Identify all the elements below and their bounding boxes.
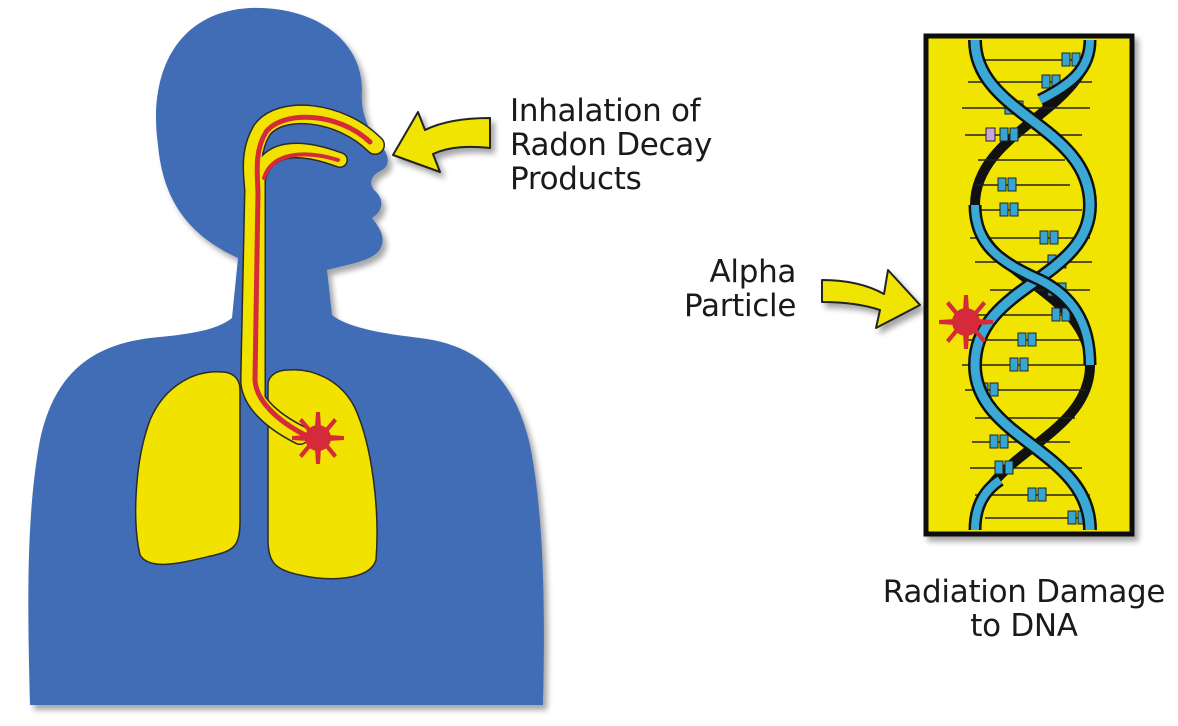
alpha-particle-label: Alpha Particle bbox=[684, 255, 796, 323]
dna-label-line-2: to DNA bbox=[878, 609, 1170, 643]
alpha-label-line-2: Particle bbox=[684, 289, 796, 323]
inhalation-label-line-1: Inhalation of bbox=[510, 94, 712, 128]
inhalation-label-line-2: Radon Decay bbox=[510, 128, 712, 162]
dna-damage-label: Radiation Damage to DNA bbox=[878, 575, 1170, 643]
dna-panel bbox=[926, 36, 1132, 534]
inhalation-label-line-3: Products bbox=[510, 162, 712, 196]
dna-label-line-1: Radiation Damage bbox=[878, 575, 1170, 609]
inhalation-label: Inhalation of Radon Decay Products bbox=[510, 94, 712, 196]
alpha-particle-arrow-icon bbox=[822, 270, 920, 328]
alpha-label-line-1: Alpha bbox=[684, 255, 796, 289]
inhalation-arrow-icon bbox=[393, 112, 490, 172]
dna-damage-starburst-icon bbox=[939, 295, 993, 349]
